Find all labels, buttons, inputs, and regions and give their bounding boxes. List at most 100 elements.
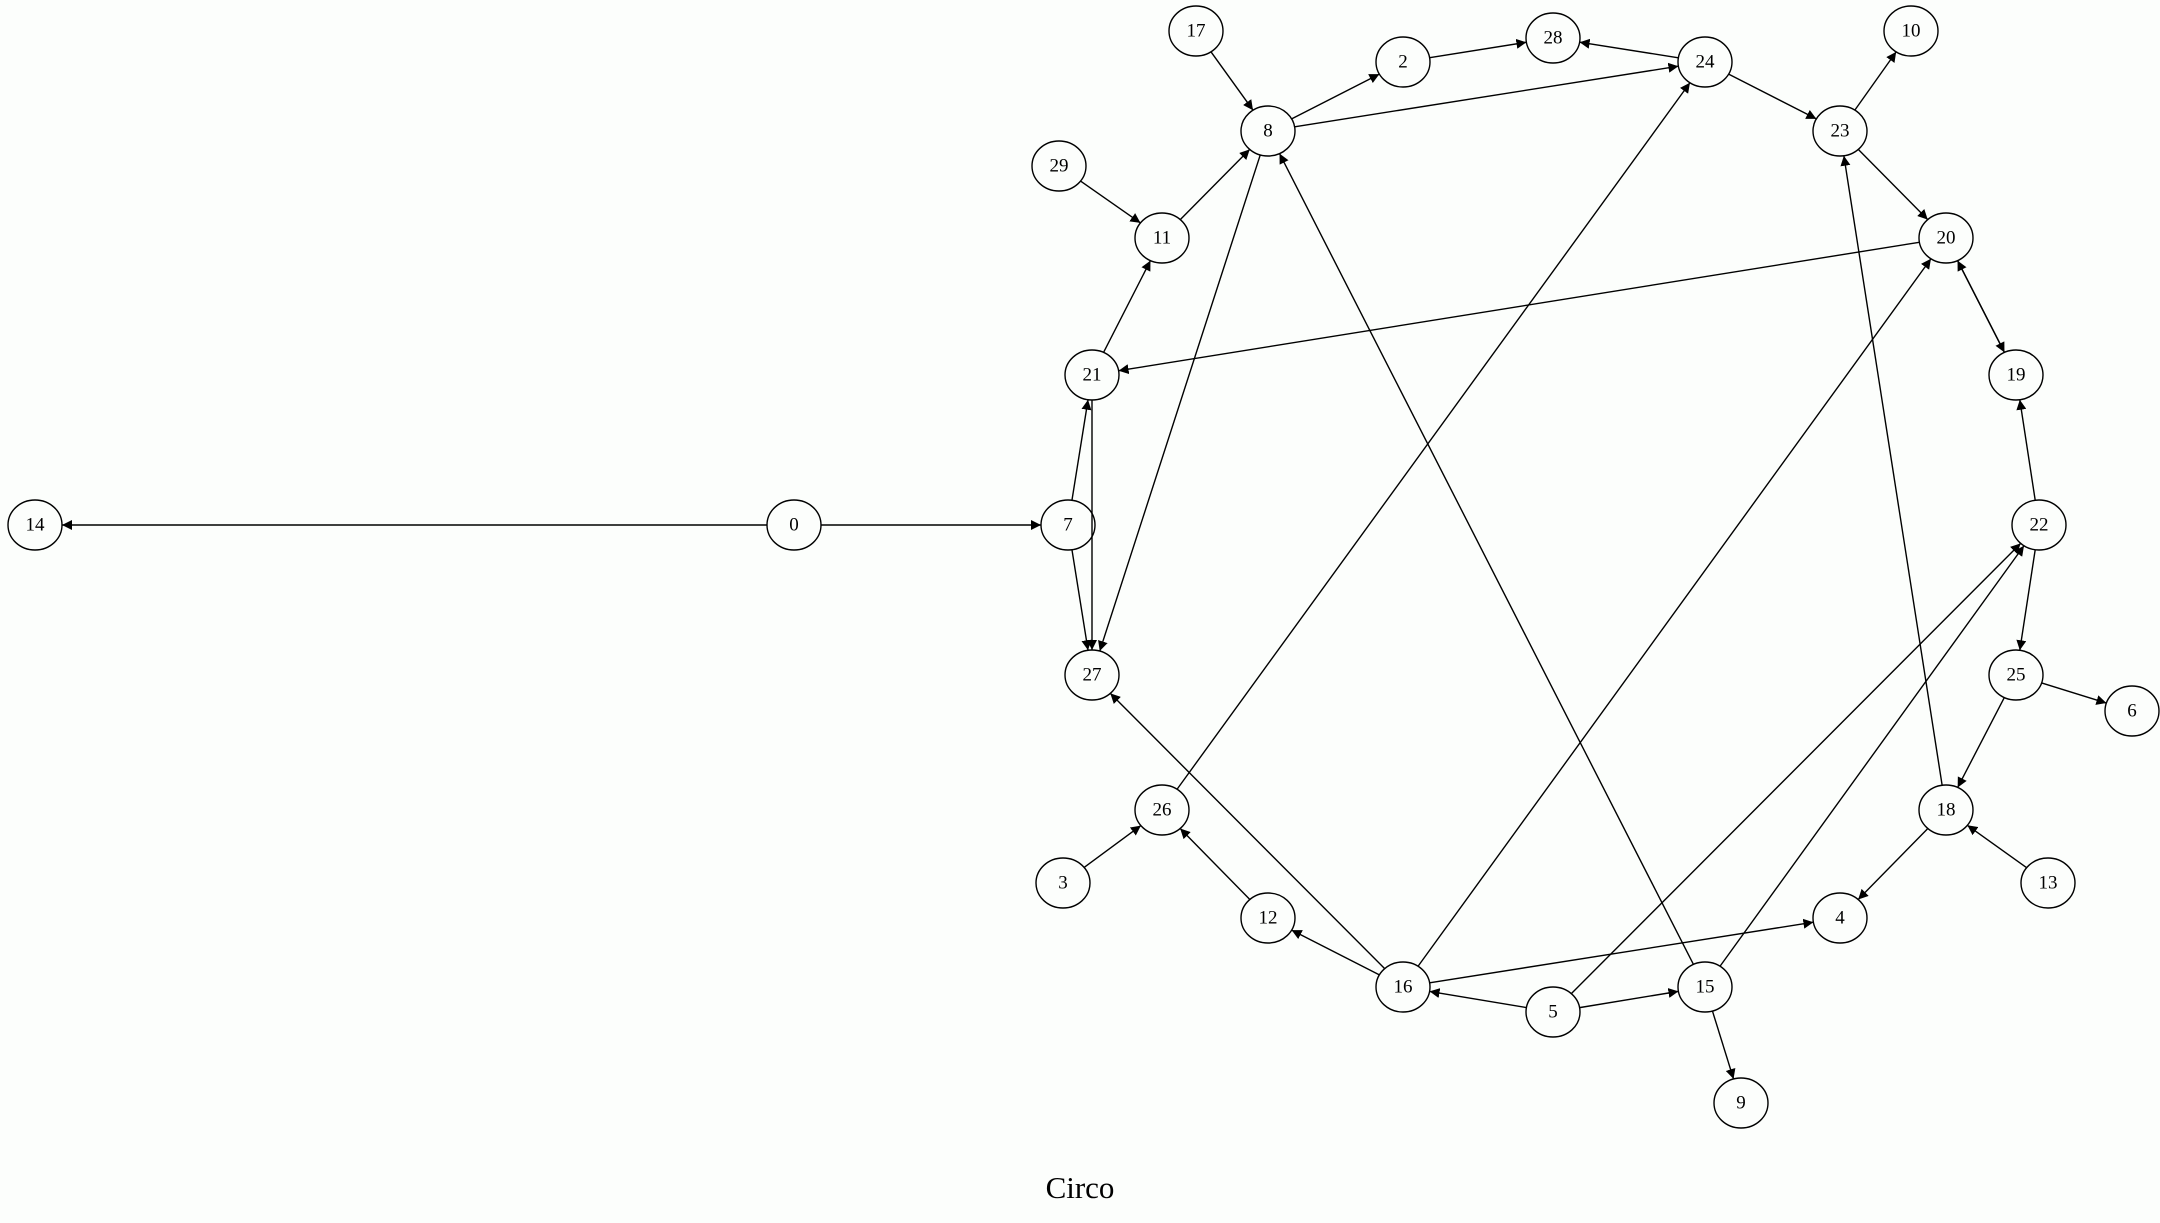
node-label: 26: [1153, 800, 1172, 821]
node-13[interactable]: 13: [2020, 857, 2076, 909]
node-ellipse: [1812, 892, 1868, 944]
node-5[interactable]: 5: [1525, 986, 1581, 1038]
node-15[interactable]: 15: [1677, 961, 1733, 1013]
node-label: 14: [26, 515, 46, 536]
edge-22-to-19: [2016, 399, 2036, 501]
node-3[interactable]: 3: [1035, 857, 1091, 909]
node-24[interactable]: 24: [1677, 36, 1733, 88]
node-ellipse: [1713, 1077, 1769, 1129]
node-27[interactable]: 27: [1064, 649, 1120, 701]
node-ellipse: [1134, 212, 1190, 264]
edge-21-to-11: [1102, 260, 1152, 353]
node-ellipse: [1031, 140, 1087, 192]
node-2[interactable]: 2: [1375, 36, 1431, 88]
edge-16-to-12: [1291, 929, 1380, 976]
node-label: 8: [1263, 121, 1273, 142]
node-label: 5: [1548, 1002, 1558, 1023]
edge-7-to-21: [1071, 399, 1092, 501]
edges-layer: [62, 38, 2107, 1080]
node-14[interactable]: 14: [7, 499, 63, 551]
node-ellipse: [766, 499, 822, 551]
edge-11-to-8: [1179, 148, 1251, 221]
node-28[interactable]: 28: [1525, 12, 1581, 64]
edge-16-to-4: [1429, 918, 1814, 984]
node-20[interactable]: 20: [1918, 212, 1974, 264]
node-label: 27: [1083, 665, 1102, 686]
node-label: 17: [1187, 21, 1206, 42]
node-11[interactable]: 11: [1134, 212, 1190, 264]
node-label: 0: [789, 515, 799, 536]
node-19[interactable]: 19: [1988, 349, 2044, 401]
node-ellipse: [1883, 5, 1939, 57]
edge-5-to-22: [1570, 542, 2022, 995]
node-21[interactable]: 21: [1064, 349, 1120, 401]
node-18[interactable]: 18: [1918, 784, 1974, 836]
node-label: 18: [1937, 800, 1956, 821]
edge-7-to-27: [1071, 549, 1092, 651]
node-label: 4: [1835, 908, 1845, 929]
node-6[interactable]: 6: [2104, 685, 2160, 737]
node-ellipse: [1064, 349, 1120, 401]
edge-18-to-23: [1840, 155, 1943, 786]
node-29[interactable]: 29: [1031, 140, 1087, 192]
node-25[interactable]: 25: [1988, 649, 2044, 701]
node-label: 7: [1063, 515, 1073, 536]
edge-15-to-8: [1278, 153, 1695, 965]
node-0[interactable]: 0: [766, 499, 822, 551]
edge-26-to-24: [1176, 82, 1691, 790]
node-ellipse: [1918, 784, 1974, 836]
node-label: 6: [2127, 701, 2137, 722]
node-label: 16: [1394, 977, 1413, 998]
node-ellipse: [1240, 105, 1296, 157]
edge-8-to-24: [1294, 62, 1679, 128]
node-23[interactable]: 23: [1812, 105, 1868, 157]
node-ellipse: [2020, 857, 2076, 909]
edge-15-to-22: [1719, 545, 2025, 967]
graph-title: Circo: [1045, 1170, 1115, 1205]
node-ellipse: [1240, 892, 1296, 944]
node-label: 23: [1831, 121, 1850, 142]
node-ellipse: [1677, 36, 1733, 88]
node-ellipse: [1988, 349, 2044, 401]
node-label: 21: [1083, 365, 1102, 386]
node-label: 3: [1058, 873, 1068, 894]
node-label: 20: [1937, 228, 1956, 249]
node-label: 24: [1696, 52, 1716, 73]
edge-8-to-27: [1098, 154, 1261, 652]
node-4[interactable]: 4: [1812, 892, 1868, 944]
node-label: 29: [1050, 156, 1069, 177]
node-label: 13: [2039, 873, 2058, 894]
node-16[interactable]: 16: [1375, 961, 1431, 1013]
node-7[interactable]: 7: [1040, 499, 1096, 551]
edge-16-to-27: [1109, 692, 1386, 970]
node-9[interactable]: 9: [1713, 1077, 1769, 1129]
edge-24-to-28: [1579, 38, 1679, 59]
node-ellipse: [1134, 784, 1190, 836]
node-8[interactable]: 8: [1240, 105, 1296, 157]
edge-16-to-20: [1417, 258, 1932, 967]
node-26[interactable]: 26: [1134, 784, 1190, 836]
edge-23-to-20: [1857, 148, 1929, 221]
edge-29-to-11: [1080, 180, 1141, 224]
node-10[interactable]: 10: [1883, 5, 1939, 57]
node-17[interactable]: 17: [1168, 5, 1224, 57]
node-ellipse: [1035, 857, 1091, 909]
node-ellipse: [2104, 685, 2160, 737]
node-label: 11: [1153, 228, 1171, 249]
node-12[interactable]: 12: [1240, 892, 1296, 944]
node-label: 12: [1259, 908, 1278, 929]
node-label: 19: [2007, 365, 2026, 386]
edge-24-to-23: [1728, 73, 1817, 120]
node-ellipse: [2011, 499, 2067, 551]
node-ellipse: [7, 499, 63, 551]
node-ellipse: [1525, 986, 1581, 1038]
node-ellipse: [1375, 36, 1431, 88]
edge-22-to-25: [2016, 549, 2036, 651]
node-ellipse: [1064, 649, 1120, 701]
node-22[interactable]: 22: [2011, 499, 2067, 551]
edge-13-to-18: [1966, 824, 2028, 869]
edge-5-to-15: [1579, 988, 1679, 1009]
node-label: 25: [2007, 665, 2026, 686]
node-label: 9: [1736, 1093, 1746, 1114]
